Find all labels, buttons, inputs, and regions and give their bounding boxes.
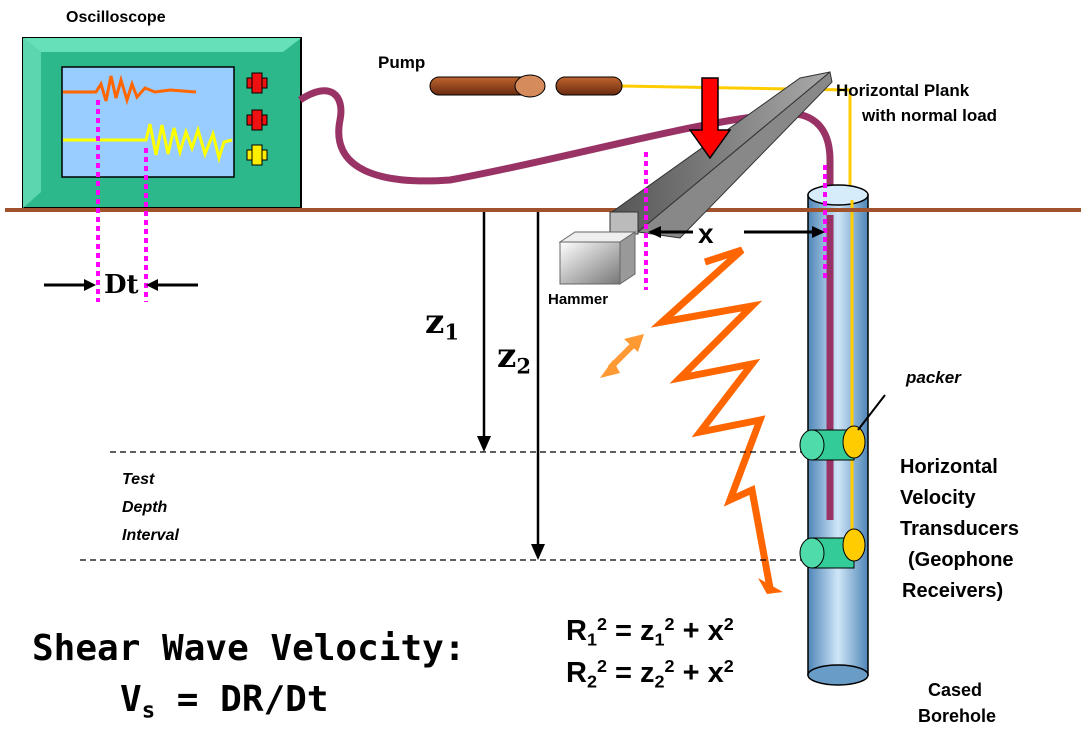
r1-z: z <box>640 614 655 647</box>
r2-x: x <box>707 656 724 689</box>
signal-trace-1 <box>63 74 197 106</box>
r1-z-sq: 2 <box>664 614 675 634</box>
r1-plus: + <box>674 614 708 647</box>
pump <box>429 74 623 98</box>
hammer-side <box>619 231 636 285</box>
depth-arrow-z1 <box>477 212 491 452</box>
delta-t-arrows <box>44 279 198 291</box>
delta-t-t: t <box>126 270 139 300</box>
borehole-label-line2: Borehole <box>918 706 997 726</box>
test-depth-label-line2: Depth <box>122 499 168 516</box>
hammer <box>558 231 637 285</box>
r2-x-sq: 2 <box>723 656 734 676</box>
r1-sq: 2 <box>596 614 607 634</box>
hammer-front <box>559 241 621 285</box>
r2-z-sq: 2 <box>664 656 675 676</box>
oscilloscope-bevel-top <box>23 38 301 52</box>
signal-trace-2 <box>63 123 233 164</box>
particle-motion-arrow <box>600 334 644 378</box>
transducers-label-line2: Velocity <box>900 487 976 509</box>
r2-z-sub: 2 <box>654 671 665 692</box>
plank-side-face <box>636 71 833 239</box>
r2-plus: + <box>674 656 708 689</box>
plank-end <box>609 211 639 235</box>
r1-z-sub: 1 <box>654 629 665 650</box>
oscilloscope-bevel-left <box>23 38 41 208</box>
test-depth-label-line3: Interval <box>122 527 179 544</box>
geophone-receiver-lower <box>799 528 866 569</box>
depth-arrow-z2 <box>531 212 545 560</box>
r2-eq: = <box>606 656 641 689</box>
r2-sq: 2 <box>596 656 607 676</box>
delta-t-label: Dt <box>104 270 139 300</box>
z2-label: z2 <box>497 336 531 378</box>
r1-formula: R12 = z12 + x2 <box>566 614 734 650</box>
z1-label: z1 <box>425 302 459 344</box>
packer-label: packer <box>906 368 961 387</box>
oscilloscope-label: Oscilloscope <box>66 9 166 26</box>
r2-r: R <box>566 656 587 689</box>
geophone-receiver-upper <box>799 425 866 461</box>
timing-markers <box>96 100 827 302</box>
pump-label: Pump <box>378 53 426 72</box>
oscilloscope <box>22 37 302 209</box>
oscilloscope-knob-3 <box>246 144 268 166</box>
oscilloscope-knob-1 <box>246 72 268 94</box>
z2-subscript: 2 <box>516 353 531 379</box>
transducers-label-line4: (Geophone <box>908 549 1014 571</box>
vs-expression: = DR/Dt <box>155 679 329 720</box>
packer-upper <box>842 425 866 459</box>
shear-wave-velocity-title: Shear Wave Velocity: <box>32 628 466 669</box>
normal-load-arrow <box>688 77 732 160</box>
test-depth-label-line1: Test <box>122 471 155 488</box>
r1-x: x <box>707 614 724 647</box>
r2-z: z <box>640 656 655 689</box>
vs-subscript: s <box>141 697 156 724</box>
packer-pointer <box>857 394 886 431</box>
plank-label-line2: with normal load <box>862 106 998 125</box>
borehole-bottom <box>807 664 869 686</box>
r1-eq: = <box>606 614 641 647</box>
r2-formula: R22 = z22 + x2 <box>566 656 734 692</box>
transducers-label-line3: Transducers <box>900 518 1019 540</box>
vs-v: V <box>120 679 142 720</box>
borehole-top <box>807 184 869 206</box>
horizontal-plank <box>609 71 833 239</box>
plank-label-line1: Horizontal Plank <box>836 81 970 100</box>
hammer-label: Hammer <box>548 291 609 308</box>
shear-wave-path <box>650 246 774 589</box>
x-distance-arrows <box>648 226 825 238</box>
r1-r: R <box>566 614 587 647</box>
r1-x-sq: 2 <box>723 614 734 634</box>
z1-subscript: 1 <box>444 319 459 345</box>
delta-t-d: D <box>104 270 127 300</box>
r2-sub: 2 <box>586 671 597 692</box>
pump-coupling <box>514 74 546 98</box>
borehole-label-line1: Cased <box>928 680 983 700</box>
z2-z: z <box>497 336 517 376</box>
shear-wave-arrowhead <box>758 578 783 594</box>
transducers-label-line5: Receivers) <box>902 580 1004 602</box>
vs-formula: Vs = DR/Dt <box>120 679 329 724</box>
oscilloscope-knob-2 <box>246 109 268 131</box>
pump-cylinder-2 <box>555 76 623 96</box>
z1-z: z <box>425 302 445 342</box>
packer-lower <box>842 528 866 562</box>
transducers-label-line1: Horizontal <box>900 456 998 478</box>
r1-sub: 1 <box>586 629 597 650</box>
x-distance-label: x <box>698 218 714 249</box>
